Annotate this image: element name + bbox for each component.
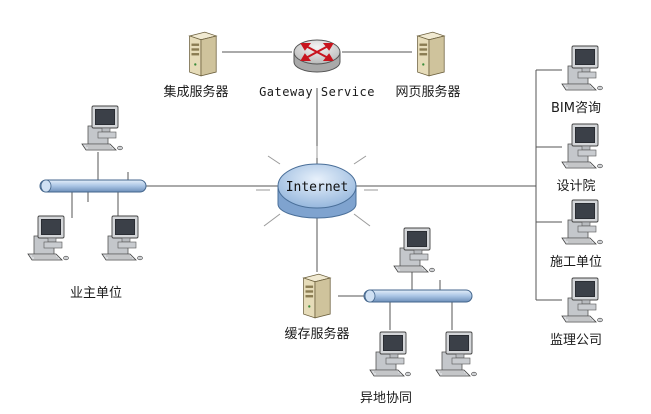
workstation-icon [561,123,603,169]
supervision-node: 监理公司 [550,277,603,348]
construction-label: 施工单位 [550,255,602,270]
remote-group: 异地协同 [360,227,477,406]
workstation-icon [101,215,143,261]
workstation-icon [369,331,411,377]
bim-node: BIM咨询 [551,45,603,116]
web-server-label: 网页服务器 [395,84,460,100]
remote-bus [363,289,473,303]
owner-label: 业主单位 [70,286,122,301]
workstation-icon [561,277,603,323]
workstation-icon [561,45,603,91]
remote-label: 异地协同 [360,391,412,406]
owner-group: 业主单位 [27,105,147,301]
server-icon [189,31,217,77]
web-server-node: 网页服务器 [395,31,461,100]
server-icon [303,273,331,319]
construction-node: 施工单位 [550,199,603,270]
router-icon [293,39,341,73]
workstation-icon [81,105,123,151]
cache-server-node: 缓存服务器 [284,273,350,342]
internet-label: Internet [286,180,349,195]
workstation-icon [27,215,69,261]
bim-label: BIM咨询 [551,101,601,116]
workstation-icon [561,199,603,245]
workstation-icon [435,331,477,377]
connector-lines [71,51,562,330]
design-node: 设计院 [556,123,603,194]
integration-server-label: 集成服务器 [163,84,228,100]
integration-server-node: 集成服务器 [163,31,229,100]
gateway-node: Gateway Service [259,39,375,99]
server-icon [417,31,445,77]
internet-node: Internet [256,146,378,227]
workstation-icon [393,227,435,273]
internet-rays [256,146,378,227]
owner-bus [39,179,147,193]
supervision-label: 监理公司 [550,333,602,348]
gateway-label: Gateway Service [259,85,375,99]
design-label: 设计院 [556,179,595,194]
cache-server-label: 缓存服务器 [284,326,349,342]
